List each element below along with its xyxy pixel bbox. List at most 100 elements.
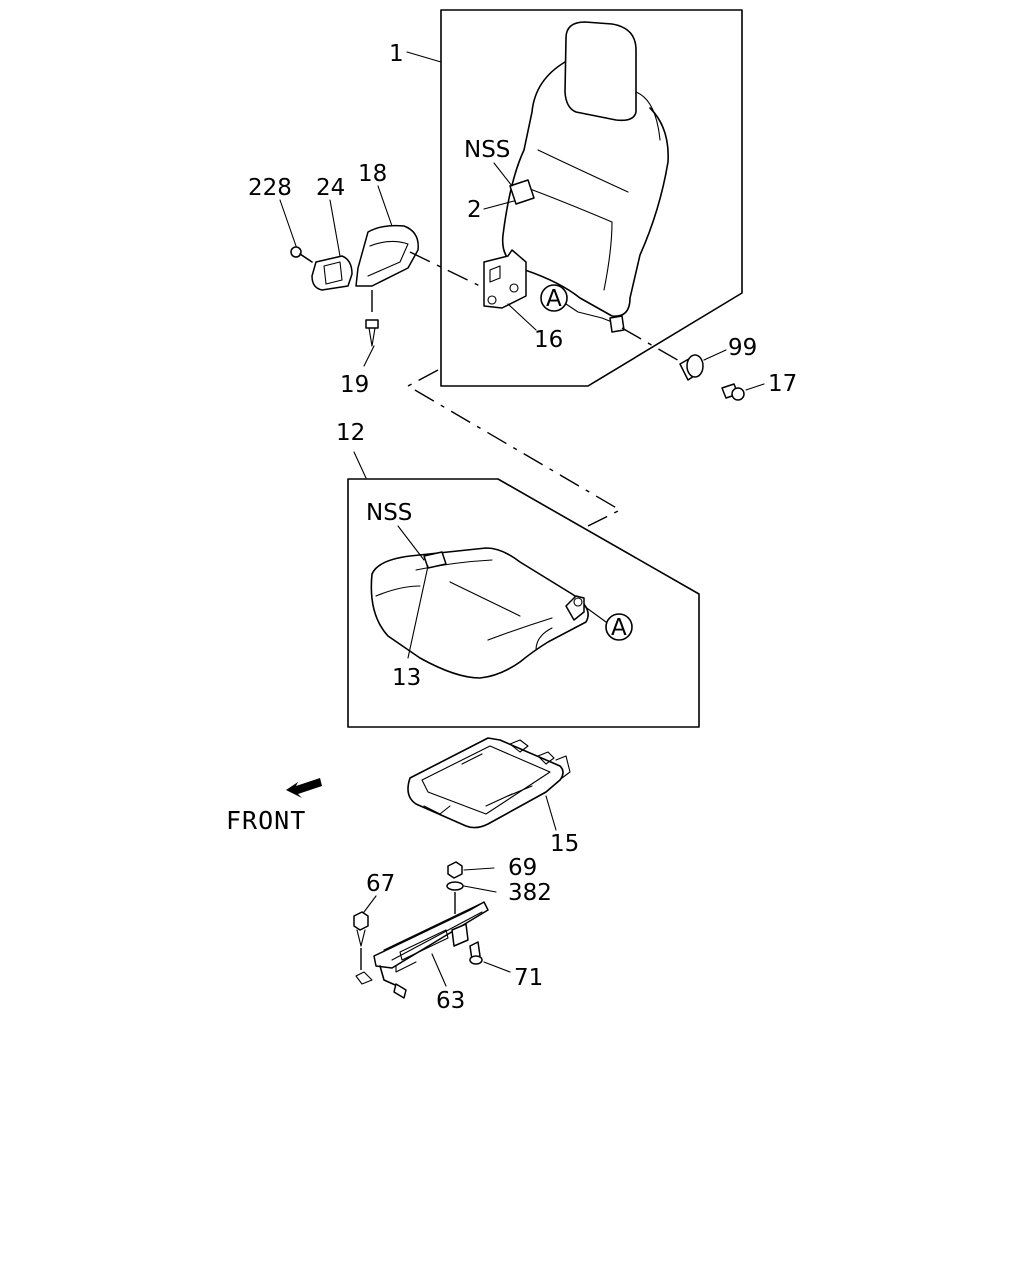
callout-228: 228	[248, 175, 292, 201]
cushion-seam-center	[449, 581, 521, 617]
frame-tab-1	[509, 739, 529, 753]
ref-circle-a-bottom	[605, 613, 633, 641]
seat-adjuster-group: 69 382 67 71 63	[353, 855, 552, 1014]
seatback-seam-2	[521, 185, 613, 223]
callout-a-bottom: A	[611, 615, 627, 641]
leader-a-bottom	[583, 605, 607, 623]
rail-edges	[383, 903, 483, 961]
leader-382	[463, 885, 497, 893]
cushion-seam-left	[375, 585, 421, 597]
frame-slot-1	[461, 753, 483, 765]
cushion-hinge-hole	[573, 597, 583, 607]
rail-foot	[355, 971, 373, 985]
screw-19-thread	[368, 327, 376, 347]
adjuster-lock	[451, 923, 469, 947]
knob-recess	[323, 261, 343, 285]
leader-69	[463, 867, 495, 871]
callout-19: 19	[340, 372, 369, 398]
leader-67	[363, 895, 377, 913]
seatback-edge	[635, 91, 661, 141]
cushion-corner	[535, 627, 553, 651]
callout-67: 67	[366, 871, 395, 897]
callout-69: 69	[508, 855, 537, 881]
cushion-seam-front	[487, 617, 553, 641]
recliner-knob	[311, 255, 353, 291]
leader-12	[353, 451, 367, 479]
cushion-body	[370, 547, 589, 679]
callout-15: 15	[550, 831, 579, 857]
callout-13: 13	[392, 665, 421, 691]
leader-2	[483, 200, 515, 210]
bolt-71-head	[469, 955, 483, 965]
callout-1: 1	[389, 41, 404, 67]
bracket-tab	[489, 265, 501, 283]
leader-228	[279, 199, 297, 247]
callout-99: 99	[728, 335, 757, 361]
handle-grip	[393, 983, 407, 999]
front-label: FRONT	[226, 806, 306, 835]
recliner-bracket	[483, 249, 527, 309]
callout-nss-top: NSS	[464, 137, 510, 163]
cover-inner-line	[367, 240, 409, 277]
leader-nss-bottom	[397, 525, 425, 561]
seatback-group: 1 NSS 2 16 A 99	[248, 9, 797, 401]
leader-63	[431, 953, 447, 987]
bolt-17-head	[731, 387, 745, 401]
callout-16: 16	[534, 327, 563, 353]
ref-circle-a-top	[540, 284, 568, 312]
leader-71	[483, 961, 511, 973]
seatback-body	[501, 61, 669, 317]
leader-18	[377, 185, 393, 227]
callout-18: 18	[358, 161, 387, 187]
group-connector-dash	[406, 369, 622, 527]
alignment-line-cover	[409, 251, 485, 289]
seat-frame-group: 15	[407, 737, 579, 857]
leader-99	[703, 349, 727, 361]
frame-bracket	[555, 755, 571, 779]
callout-12: 12	[336, 420, 365, 446]
seatback-side-seam	[603, 221, 613, 291]
bolt-228-head	[290, 246, 302, 258]
callout-2: 2	[467, 197, 482, 223]
screw-19-head	[365, 319, 379, 329]
leader-24	[329, 199, 341, 257]
seatback-seam-1	[537, 149, 629, 193]
seat-frame-inner	[421, 745, 551, 815]
release-handle	[379, 965, 403, 989]
callout-24: 24	[316, 175, 345, 201]
adjuster-plate	[399, 929, 449, 961]
callout-17: 17	[768, 371, 797, 397]
frame-foot	[423, 805, 451, 815]
cushion-group-frame	[347, 478, 700, 728]
front-indicator: FRONT	[226, 778, 322, 835]
nut-69	[447, 861, 463, 879]
leader-16	[507, 303, 537, 331]
callout-382: 382	[508, 880, 552, 906]
callout-71: 71	[514, 965, 543, 991]
leader-1	[406, 51, 442, 63]
leader-a-top	[565, 303, 613, 323]
alignment-line-99	[621, 327, 689, 367]
leader-19	[363, 345, 375, 367]
hinge-pivot	[609, 315, 625, 333]
rail-lower	[395, 961, 417, 973]
front-arrow-icon	[286, 778, 322, 798]
leader-13	[407, 565, 429, 659]
cushion-label-tag	[423, 551, 447, 569]
leader-nss-top	[493, 162, 513, 187]
leader-15	[545, 795, 557, 831]
bolt-67-head	[353, 911, 369, 931]
headrest	[564, 21, 637, 122]
bracket-hole-1	[487, 295, 497, 305]
recliner-cover	[355, 224, 419, 287]
callout-63: 63	[436, 988, 465, 1014]
callout-a-top: A	[546, 286, 562, 312]
leader-17	[745, 383, 765, 391]
cushion-hinge	[565, 595, 585, 621]
cushion-group: 12 NSS 13 A	[336, 420, 700, 728]
cushion-seam-back	[415, 559, 493, 571]
washer-382	[446, 881, 464, 891]
bolt-67-thread	[356, 929, 366, 947]
